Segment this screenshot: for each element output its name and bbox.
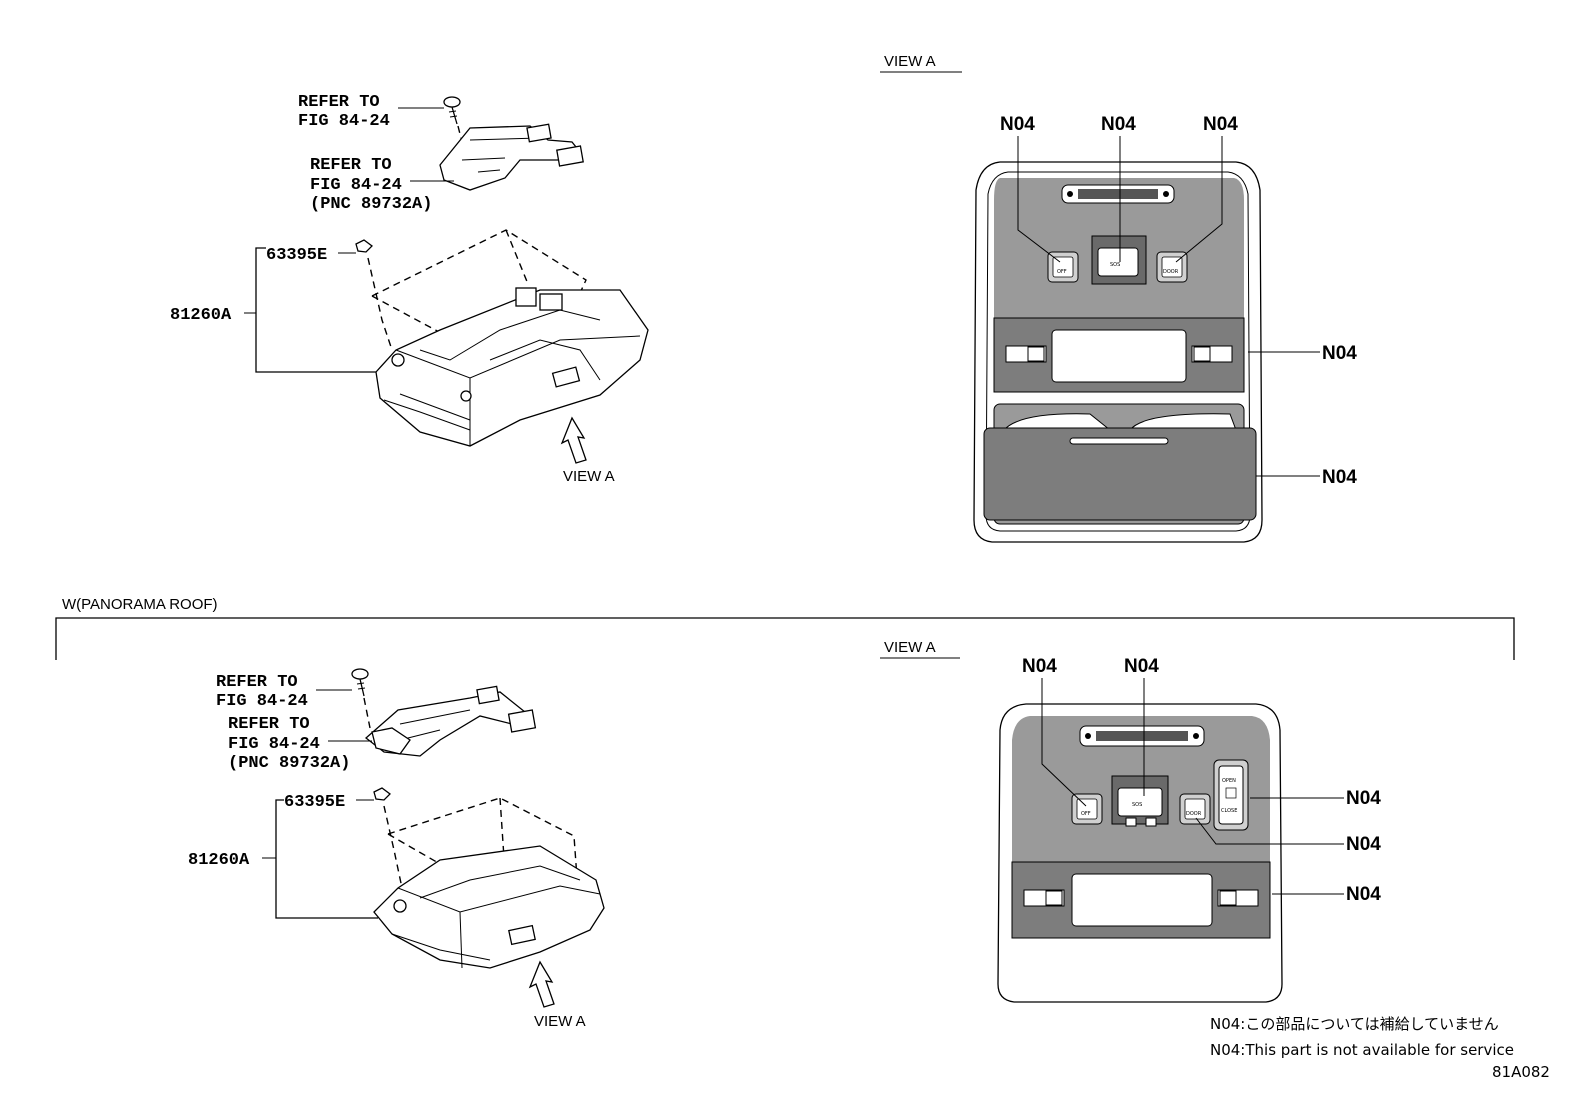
clip-icon [373, 787, 391, 801]
top-view-title: VIEW A [884, 53, 936, 70]
bottom-view-title: VIEW A [884, 639, 936, 656]
svg-text:OFF: OFF [1057, 269, 1067, 275]
bottom-callout-1: N04 [1022, 656, 1057, 677]
overhead-console-housing-icon [373, 845, 605, 969]
top-callout-1: N04 [1000, 114, 1035, 135]
sos-button-icon: SOS [1111, 775, 1169, 827]
figure-id: 81A082 [1492, 1063, 1550, 1081]
bottom-refer2-line3: (PNC 89732A) [228, 754, 350, 773]
top-callout-5: N04 [1322, 467, 1357, 488]
top-refer2-line2: FIG 84-24 [310, 176, 402, 195]
bottom-exploded-view: REFER TO FIG 84-24 REFER TO FIG 84-24 (P… [188, 668, 605, 1030]
top-arrow-label: VIEW A [563, 468, 615, 485]
bottom-callout-2: N04 [1124, 656, 1159, 677]
top-callout-4: N04 [1322, 343, 1357, 364]
overhead-console-housing-icon [375, 287, 649, 447]
bottom-refer2-line1: REFER TO [228, 715, 310, 734]
roof-switch-icon: OPEN CLOSE [1213, 759, 1249, 831]
bottom-view-a: VIEW A N04 N04 N04 N04 N04 OFF SOS [880, 639, 1381, 1003]
bottom-refer1-line2: FIG 84-24 [216, 692, 308, 711]
view-arrow-icon [560, 416, 587, 464]
speaker-grille-icon [1067, 189, 1169, 199]
speaker-grille-icon [1085, 731, 1199, 741]
sos-button-icon: SOS [1091, 235, 1147, 285]
note-en: N04:This part is not available for servi… [1210, 1041, 1514, 1059]
svg-text:DOOR: DOOR [1163, 269, 1179, 275]
view-arrow-icon [528, 960, 555, 1008]
section-bracket [55, 617, 1515, 660]
bottom-arrow-label: VIEW A [534, 1013, 586, 1030]
svg-text:DOOR: DOOR [1186, 811, 1202, 817]
svg-text:SOS: SOS [1132, 802, 1142, 808]
bottom-callout-3: N04 [1346, 788, 1381, 809]
top-view-a: VIEW A N04 N04 N04 N04 N04 OFF SOS [880, 53, 1357, 543]
bottom-callout-4: N04 [1346, 834, 1381, 855]
door-button-icon: DOOR [1156, 251, 1188, 283]
svg-text:OFF: OFF [1081, 811, 1091, 817]
section-title: W(PANORAMA ROOF) [62, 596, 218, 613]
off-button-icon: OFF [1071, 793, 1103, 825]
screw-icon [443, 96, 461, 125]
svg-text:SOS: SOS [1110, 262, 1120, 268]
bottom-callout-5: N04 [1346, 884, 1381, 905]
bottom-part-clip: 63395E [284, 793, 345, 812]
top-refer2-line1: REFER TO [310, 156, 392, 175]
top-exploded-view: REFER TO FIG 84-24 REFER TO FIG 84-24 (P… [170, 93, 649, 485]
bottom-part-assy: 81260A [188, 851, 250, 870]
svg-text:OPEN: OPEN [1222, 778, 1236, 784]
top-callout-3: N04 [1203, 114, 1238, 135]
clip-icon [355, 239, 373, 253]
bottom-refer1-line1: REFER TO [216, 673, 298, 692]
top-refer2-line3: (PNC 89732A) [310, 195, 432, 214]
top-part-assy: 81260A [170, 306, 232, 325]
top-callout-2: N04 [1101, 114, 1136, 135]
note-jp: N04:この部品については補給していません [1210, 1015, 1499, 1033]
top-refer1-line1: REFER TO [298, 93, 380, 112]
wire-harness-icon [364, 685, 537, 757]
bottom-refer2-line2: FIG 84-24 [228, 735, 320, 754]
top-refer1-line2: FIG 84-24 [298, 112, 390, 131]
off-button-icon: OFF [1047, 251, 1079, 283]
wire-harness-icon [439, 123, 584, 191]
svg-text:CLOSE: CLOSE [1221, 808, 1237, 814]
top-part-clip: 63395E [266, 246, 327, 265]
door-button-icon: DOOR [1179, 793, 1211, 825]
screw-icon [351, 668, 369, 697]
